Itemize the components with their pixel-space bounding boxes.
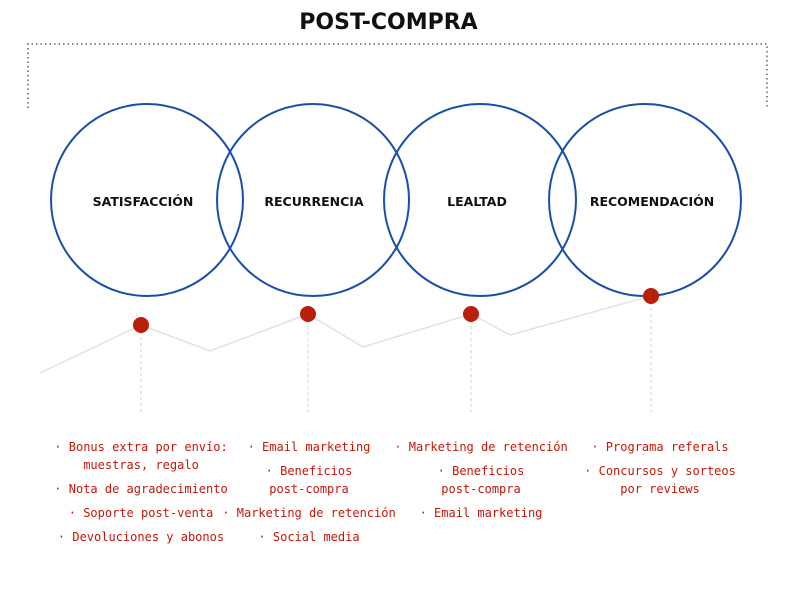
stage-marker-2 — [300, 306, 316, 322]
stage-label-satisfaccion: SATISFACCIÓN — [93, 194, 194, 209]
list-item: · Programa referals — [591, 440, 729, 454]
stage-circle-recurrencia — [216, 103, 410, 297]
stage-actions-lealtad: · Marketing de retención · Beneficios po… — [381, 438, 581, 528]
list-item: · Marketing de retención — [222, 506, 396, 520]
list-item: · Soporte post-venta — [68, 506, 214, 520]
page-title: POST-COMPRA — [299, 10, 478, 35]
stage-actions-satisfaccion: · Bonus extra por envío: muestras, regal… — [27, 438, 255, 552]
stage-label-recomendacion: RECOMENDACIÓN — [590, 194, 714, 209]
trend-line — [39, 295, 652, 374]
stage-label-lealtad: LEALTAD — [447, 194, 507, 209]
stage-marker-1 — [133, 317, 149, 333]
list-item: · Social media — [258, 530, 360, 544]
stage-circle-lealtad — [383, 103, 577, 297]
list-item: · Devoluciones y abonos — [57, 530, 225, 544]
top-bracket — [27, 43, 768, 108]
list-item: · Email marketing — [247, 440, 371, 454]
list-item: · Marketing de retención — [394, 440, 568, 454]
list-item: · Beneficios post-compra — [265, 464, 353, 496]
stage-label-recurrencia: RECURRENCIA — [264, 194, 364, 209]
list-item: · Email marketing — [419, 506, 543, 520]
list-item: · Bonus extra por envío: muestras, regal… — [54, 440, 228, 472]
stage-circle-satisfaccion — [50, 103, 244, 297]
stage-actions-recomendacion: · Programa referals · Concursos y sorteo… — [560, 438, 760, 504]
list-item: · Concursos y sorteos por reviews — [584, 464, 736, 496]
stage-marker-4 — [643, 288, 659, 304]
list-item: · Nota de agradecimiento — [54, 482, 228, 496]
stage-actions-recurrencia: · Email marketing · Beneficios post-comp… — [209, 438, 409, 552]
stage-marker-3 — [463, 306, 479, 322]
list-item: · Beneficios post-compra — [437, 464, 525, 496]
